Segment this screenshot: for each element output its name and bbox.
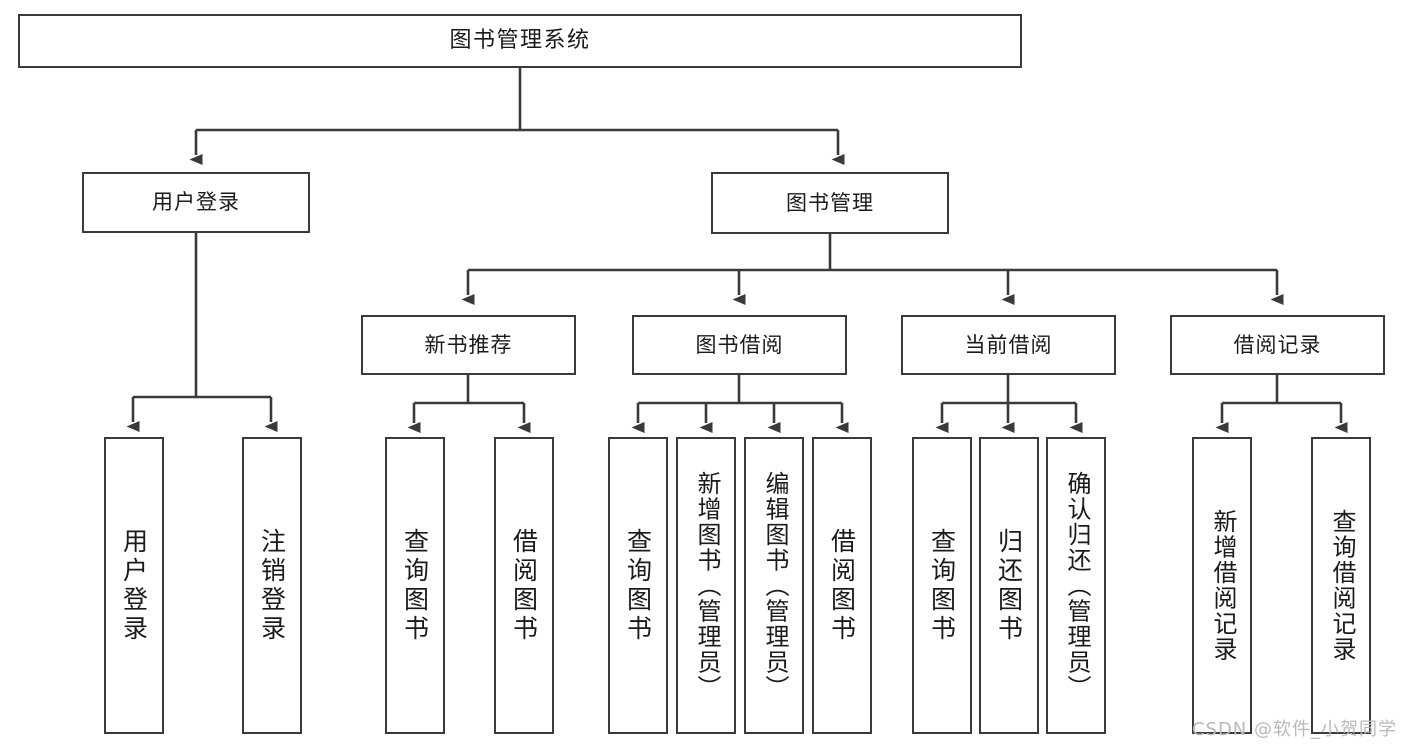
- leaf-borrow-borrow-book[interactable]: 借阅图书: [812, 437, 872, 734]
- node-new-book-recommend[interactable]: 新书推荐: [361, 315, 576, 375]
- node-label: 归还图书: [994, 527, 1024, 644]
- node-book-management[interactable]: 图书管理: [711, 172, 949, 234]
- leaf-record-add-record[interactable]: 新增借阅记录: [1192, 437, 1252, 734]
- node-user-login[interactable]: 用户登录: [82, 172, 310, 233]
- node-book-borrow[interactable]: 图书借阅: [632, 315, 847, 375]
- leaf-newbook-borrow-book[interactable]: 借阅图书: [494, 437, 554, 734]
- leaf-record-query-record[interactable]: 查询借阅记录: [1311, 437, 1371, 734]
- node-current-borrow[interactable]: 当前借阅: [901, 315, 1116, 375]
- node-label: 编辑图书（管理员）: [760, 470, 789, 701]
- node-label: 借阅记录: [1233, 332, 1322, 357]
- node-label: 图书管理: [786, 190, 874, 215]
- node-borrow-record[interactable]: 借阅记录: [1170, 315, 1385, 375]
- node-label: 用户登录: [152, 190, 240, 215]
- leaf-borrow-query-book[interactable]: 查询图书: [608, 437, 668, 734]
- leaf-newbook-query-book[interactable]: 查询图书: [385, 437, 445, 734]
- node-label: 查询图书: [927, 527, 957, 644]
- node-label: 查询借阅记录: [1327, 509, 1356, 662]
- leaf-borrow-add-book-admin[interactable]: 新增图书（管理员）: [676, 437, 736, 734]
- node-label: 新增借阅记录: [1208, 509, 1237, 662]
- leaf-user-logout[interactable]: 注销登录: [242, 437, 302, 734]
- node-label: 当前借阅: [964, 332, 1053, 357]
- node-label: 图书借阅: [695, 332, 784, 357]
- node-label: 注销登录: [257, 527, 287, 644]
- node-label: 图书管理系统: [449, 28, 591, 54]
- node-label: 新书推荐: [424, 332, 513, 357]
- node-label: 用户登录: [119, 527, 149, 644]
- leaf-current-query-book[interactable]: 查询图书: [912, 437, 972, 734]
- leaf-borrow-edit-book-admin[interactable]: 编辑图书（管理员）: [744, 437, 804, 734]
- leaf-user-login[interactable]: 用户登录: [104, 437, 164, 734]
- node-label: 查询图书: [400, 527, 430, 644]
- node-label: 借阅图书: [827, 527, 857, 644]
- leaf-current-return-book[interactable]: 归还图书: [979, 437, 1039, 734]
- node-label: 新增图书（管理员）: [692, 470, 721, 701]
- node-root-system[interactable]: 图书管理系统: [18, 14, 1022, 68]
- node-label: 确认归还（管理员）: [1062, 470, 1091, 701]
- leaf-current-confirm-return-admin[interactable]: 确认归还（管理员）: [1046, 437, 1106, 734]
- node-label: 借阅图书: [509, 527, 539, 644]
- node-label: 查询图书: [623, 527, 653, 644]
